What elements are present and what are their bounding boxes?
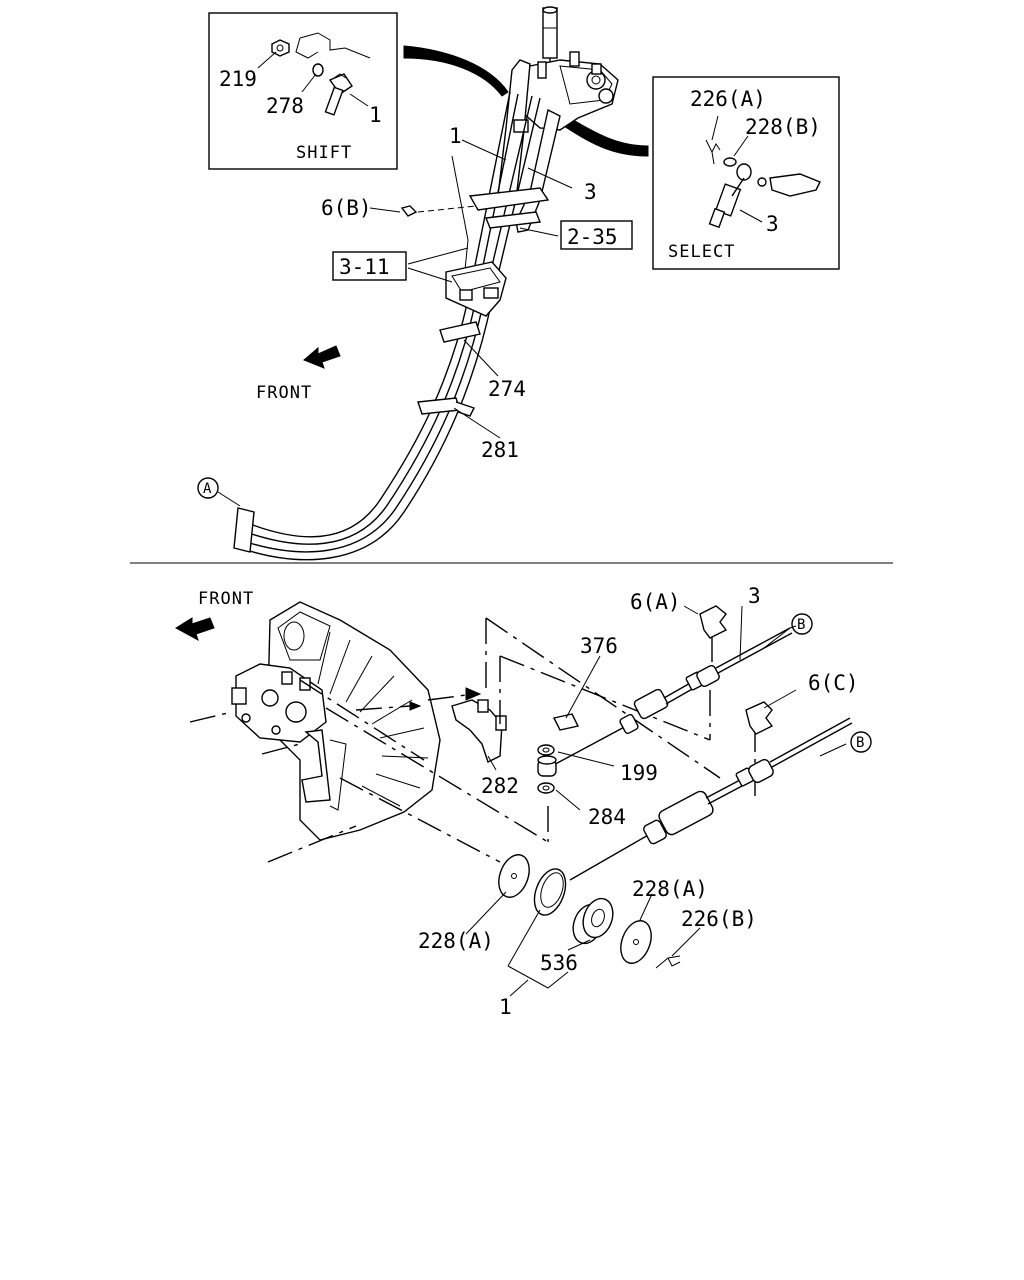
select-caption: SELECT [668, 242, 735, 262]
label-circle-a: A [203, 481, 212, 497]
label-226a: 226(A) [690, 87, 766, 111]
label-6a: 6(A) [630, 590, 681, 614]
label-3-select: 3 [766, 212, 779, 236]
label-536: 536 [540, 951, 578, 975]
select-detail-box: 226(A) 228(B) 3 SELECT [652, 76, 840, 270]
shift-callout-arc [403, 45, 509, 97]
label-282: 282 [481, 774, 519, 798]
label-3-11: 3-11 [339, 255, 390, 279]
circle-ref-b1: B [791, 613, 813, 635]
select-callout-arc [563, 117, 649, 157]
label-228a-right: 228(A) [632, 877, 708, 901]
label-circle-b1: B [797, 617, 805, 633]
front-label-bottom: FRONT [198, 589, 254, 609]
label-284: 284 [588, 805, 626, 829]
label-1-bottom: 1 [499, 995, 512, 1019]
label-6b: 6(B) [321, 196, 372, 220]
grommet-parts [498, 854, 681, 969]
circle-ref-b2: B [850, 731, 872, 753]
ref-box-2-35: 2-35 [560, 220, 633, 250]
clip-6a [699, 605, 728, 639]
label-2-35: 2-35 [567, 225, 618, 249]
label-228b: 228(B) [745, 115, 821, 139]
label-3-top: 3 [584, 180, 597, 204]
phantom-lines [325, 617, 756, 843]
label-199: 199 [620, 761, 658, 785]
top-section: 219 278 1 SHIFT [197, 6, 840, 561]
label-278: 278 [266, 94, 304, 118]
arrow-icon [303, 345, 341, 369]
label-3-bottom: 3 [748, 584, 761, 608]
arrow-icon [175, 617, 215, 642]
circle-ref-a: A [197, 477, 241, 507]
bracket-282 [427, 687, 507, 763]
label-1-top: 1 [449, 124, 462, 148]
shift-select-cables [233, 91, 550, 561]
label-219: 219 [219, 67, 257, 91]
label-281: 281 [481, 438, 519, 462]
front-label-top: FRONT [256, 383, 312, 403]
ref-box-3-11: 3-11 [332, 251, 407, 281]
select-cable-3 [547, 625, 797, 769]
shift-detail-box: 219 278 1 SHIFT [208, 12, 398, 170]
label-226b: 226(B) [681, 907, 757, 931]
clip-6c [745, 701, 774, 735]
label-274: 274 [488, 377, 526, 401]
label-1-shift: 1 [369, 103, 382, 127]
label-6c: 6(C) [808, 671, 859, 695]
transmission-housing [189, 601, 501, 863]
clip-376 [552, 713, 580, 731]
label-circle-b2: B [856, 735, 864, 751]
shift-cable-1 [569, 717, 853, 881]
bushing-stack [537, 744, 557, 794]
label-376: 376 [580, 634, 618, 658]
bottom-section: FRONT [175, 584, 872, 1019]
shift-caption: SHIFT [296, 143, 352, 163]
label-228a-left: 228(A) [418, 929, 494, 953]
